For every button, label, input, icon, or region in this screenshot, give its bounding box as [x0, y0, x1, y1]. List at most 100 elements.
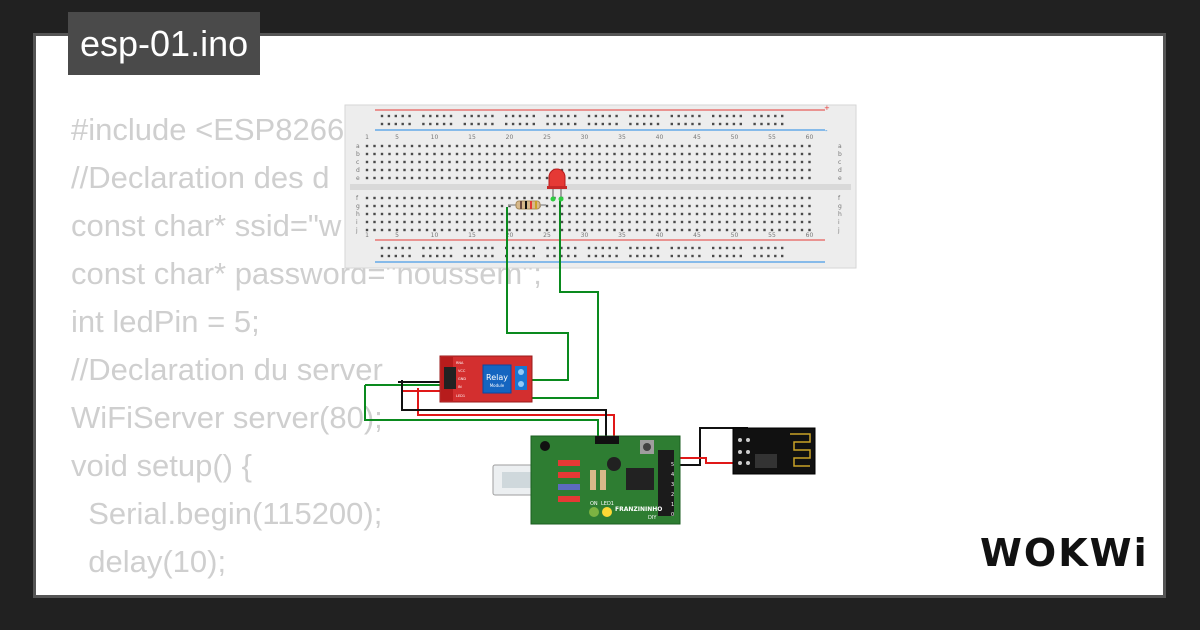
relay-label: Relay	[486, 373, 508, 382]
breadboard-hole	[410, 212, 414, 216]
breadboard-rail-hole	[760, 254, 763, 258]
breadboard-hole	[665, 176, 669, 180]
breadboard-hole	[463, 176, 466, 180]
breadboard-rail-hole	[587, 122, 591, 126]
breadboard-hole	[440, 196, 444, 200]
breadboard-hole	[395, 212, 399, 216]
breadboard-hole	[380, 212, 384, 216]
breadboard-hole	[733, 220, 736, 224]
breadboard-rail-hole	[380, 122, 384, 126]
breadboard-hole	[575, 152, 579, 156]
breadboard-hole	[425, 220, 429, 224]
breadboard-hole	[515, 212, 519, 216]
breadboard-hole	[793, 144, 796, 148]
breadboard-hole	[635, 152, 639, 156]
breadboard-hole	[583, 160, 586, 164]
breadboard-hole	[515, 152, 519, 156]
breadboard-hole	[470, 212, 474, 216]
breadboard-hole	[530, 176, 534, 180]
breadboard-hole	[440, 228, 444, 232]
breadboard-hole	[718, 168, 721, 172]
breadboard-rail-hole	[718, 246, 722, 250]
breadboard-rail-hole	[477, 114, 480, 118]
breadboard-hole	[553, 152, 556, 156]
breadboard-rail-hole	[525, 114, 529, 118]
breadboard-rail-hole	[429, 246, 432, 250]
breadboard-hole	[568, 196, 571, 200]
breadboard-hole	[395, 152, 399, 156]
breadboard-hole	[800, 220, 804, 224]
breadboard-hole	[463, 212, 466, 216]
breadboard-hole	[485, 144, 489, 148]
breadboard-hole	[463, 168, 466, 172]
breadboard-hole	[755, 212, 759, 216]
breadboard-hole	[470, 168, 474, 172]
breadboard-hole	[650, 212, 654, 216]
breadboard-rail-hole	[732, 114, 736, 118]
breadboard-hole	[673, 212, 676, 216]
resistor[interactable]	[508, 200, 546, 210]
breadboard-rail-hole	[401, 122, 404, 126]
breadboard-hole	[508, 204, 511, 208]
breadboard-hole	[695, 160, 699, 164]
breadboard-hole	[560, 204, 564, 208]
breadboard-hole	[673, 176, 676, 180]
breadboard-rail-hole	[449, 122, 453, 126]
breadboard-hole	[785, 160, 789, 164]
breadboard-hole	[455, 168, 459, 172]
breadboard-hole	[583, 228, 586, 232]
breadboard-hole	[770, 168, 774, 172]
breadboard-rail-hole	[636, 114, 639, 118]
breadboard-rail-hole	[470, 246, 473, 250]
breadboard-hole	[748, 220, 751, 224]
breadboard-hole	[613, 152, 616, 156]
code-line: const char* password="houssem";	[71, 256, 542, 291]
breadboard-rail-hole	[401, 254, 404, 258]
breadboard-hole	[703, 220, 706, 224]
breadboard-hole	[613, 176, 616, 180]
breadboard-rail-hole	[560, 122, 563, 126]
breadboard-hole	[568, 144, 571, 148]
breadboard-rail-hole	[670, 122, 673, 126]
breadboard-hole	[590, 228, 594, 232]
breadboard-hole	[680, 144, 684, 148]
breadboard-hole	[725, 196, 729, 200]
breadboard-hole	[440, 168, 444, 172]
breadboard-hole	[650, 160, 654, 164]
red-led[interactable]	[547, 168, 567, 202]
breadboard-rail-hole	[670, 254, 673, 258]
breadboard-rail-hole	[718, 122, 722, 126]
breadboard-hole	[560, 212, 564, 216]
breadboard-hole	[440, 160, 444, 164]
breadboard-hole	[695, 168, 699, 172]
breadboard-rail-hole	[670, 246, 673, 250]
breadboard-hole	[620, 220, 624, 224]
breadboard-hole	[808, 212, 811, 216]
breadboard-hole	[695, 220, 699, 224]
breadboard-hole	[583, 176, 586, 180]
breadboard-rail-hole	[712, 246, 715, 250]
breadboard-rail-hole	[649, 122, 653, 126]
breadboard-hole	[778, 168, 781, 172]
breadboard-rail-hole	[546, 254, 549, 258]
esp01-module[interactable]	[732, 427, 816, 475]
breadboard-hole	[403, 212, 406, 216]
breadboard-hole	[478, 144, 481, 148]
breadboard-hole	[493, 220, 496, 224]
breadboard-hole	[523, 176, 526, 180]
breadboard-rail-hole	[629, 122, 632, 126]
relay-module[interactable]: Relay Module RNA VCC GND IN LED1	[439, 355, 533, 403]
breadboard-hole	[508, 228, 511, 232]
breadboard-rail-hole	[408, 254, 411, 258]
breadboard-hole	[410, 152, 414, 156]
breadboard-hole	[785, 152, 789, 156]
breadboard-hole	[733, 204, 736, 208]
breadboard-hole	[478, 176, 481, 180]
breadboard-hole	[440, 176, 444, 180]
breadboard-hole	[365, 160, 369, 164]
breadboard-hole	[455, 160, 459, 164]
breadboard-hole	[755, 160, 759, 164]
microcontroller-board[interactable]: 5 4 3 2 1 0 ON LED1 FRANZININHO DIY	[492, 435, 681, 525]
